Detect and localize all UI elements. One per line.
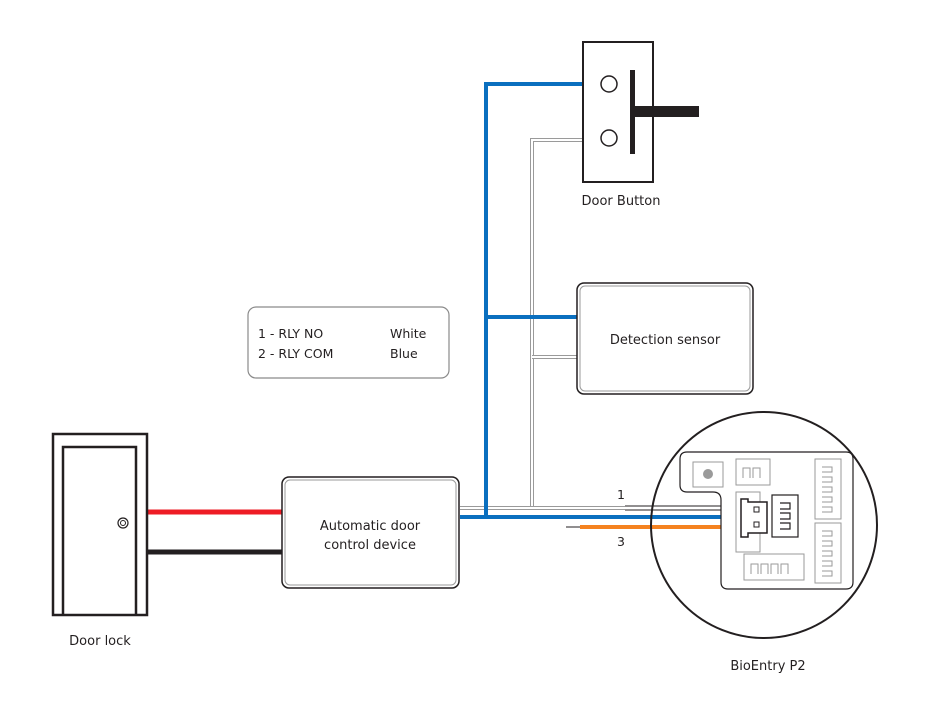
reset-button-icon bbox=[692, 461, 724, 488]
wire-plug-icon bbox=[740, 498, 768, 538]
door-lock[interactable] bbox=[51, 432, 149, 617]
legend-box bbox=[247, 306, 450, 379]
connector-bottom-icon bbox=[743, 553, 805, 581]
bioentry-p2-label: BioEntry P2 bbox=[730, 659, 805, 674]
legend-pin-1: 1 - RLY NO bbox=[258, 326, 323, 341]
connector-right-bottom-icon bbox=[814, 522, 842, 584]
door-button-label: Door Button bbox=[582, 194, 661, 209]
legend-color-2: Blue bbox=[390, 346, 418, 361]
pin-label-3: 3 bbox=[617, 534, 625, 549]
blue-wire-rly-com bbox=[460, 82, 742, 519]
bioentry-p2-board[interactable] bbox=[650, 411, 878, 639]
connector-right-top-icon bbox=[814, 458, 842, 520]
connector-black-icon bbox=[771, 494, 799, 538]
legend-color-1: White bbox=[390, 326, 427, 341]
legend-pin-2: 2 - RLY COM bbox=[258, 346, 333, 361]
connector-top-icon bbox=[735, 458, 771, 486]
door-lock-label: Door lock bbox=[69, 634, 131, 649]
auto-door-label-line1: Automatic door bbox=[320, 519, 421, 534]
door-knob-icon bbox=[117, 517, 129, 529]
door-button[interactable] bbox=[582, 41, 699, 183]
auto-door-control-device[interactable] bbox=[281, 476, 460, 589]
auto-door-label-line2: control device bbox=[324, 538, 416, 553]
pin-label-1: 1 bbox=[617, 487, 625, 502]
terminal-icon bbox=[600, 75, 618, 93]
detection-sensor[interactable] bbox=[576, 282, 754, 395]
terminal-icon bbox=[600, 129, 618, 147]
detection-sensor-label: Detection sensor bbox=[610, 333, 721, 348]
